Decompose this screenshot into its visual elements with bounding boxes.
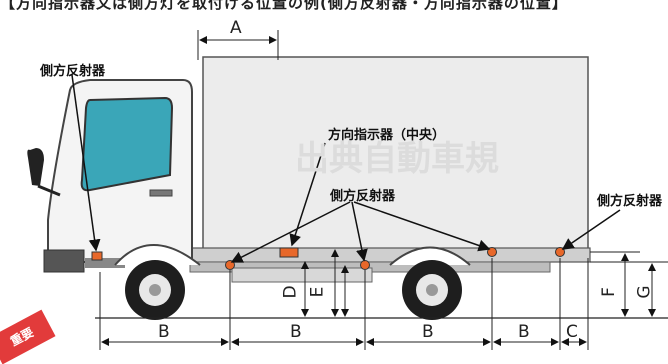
box-watermark: 出典自動車規 (295, 139, 499, 179)
reflector-lamp-2 (360, 260, 370, 270)
dim-a: A (230, 18, 242, 38)
dim-b4: B (518, 322, 530, 342)
label-reflector-middle: 側方反射器 (330, 189, 396, 204)
cab-step (85, 258, 125, 268)
side-mirror (27, 148, 44, 186)
dim-b1: B (158, 322, 170, 342)
door-handle (149, 189, 173, 197)
label-indicator-center: 方向指示器（中央） (328, 128, 446, 143)
center-indicator-lamp (279, 247, 299, 258)
diagram-caption: 【方向指示器又は側方灯を取付ける位置の例(側方反射器・方向指示器の位置】 (0, 0, 568, 12)
reflector-lamp-1 (225, 260, 235, 270)
front-reflector-lamp (91, 251, 103, 261)
dim-d: D (280, 285, 301, 299)
rear-wheel (389, 246, 471, 320)
side-guard (231, 267, 373, 283)
dim-f: F (598, 287, 619, 297)
dim-g: G (634, 285, 655, 299)
dim-b2: B (290, 322, 302, 342)
chassis-band (189, 247, 591, 263)
cab-window (80, 96, 174, 192)
dim-c: C (566, 322, 578, 342)
front-bumper (43, 249, 85, 273)
truck-illustration: 出典自動車規 (27, 30, 668, 350)
front-wheel (114, 244, 201, 320)
label-reflector-rear: 側方反射器 (597, 194, 663, 209)
label-reflector-front: 側方反射器 (40, 64, 106, 79)
dim-e: E (307, 286, 328, 298)
dim-b3: B (422, 322, 434, 342)
